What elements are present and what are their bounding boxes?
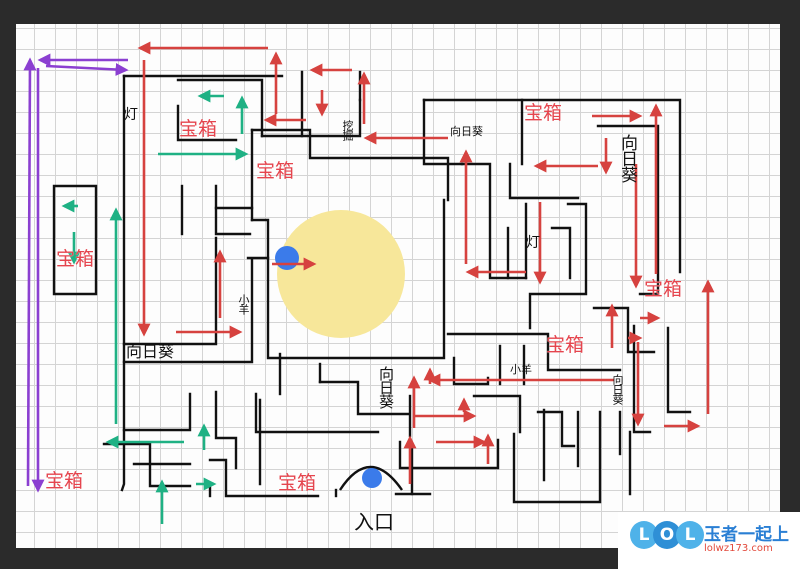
excavate-label: 挖掘: [341, 120, 354, 140]
red-route: [137, 41, 715, 484]
lamb-label-left: 小羊: [237, 294, 250, 314]
chest-label-top-right: 宝箱: [524, 102, 563, 124]
yellow-zone: [277, 210, 405, 338]
entrance-label: 入口: [354, 510, 394, 534]
lamp-label-right: 灯: [526, 235, 540, 251]
chest-label-bottom-left: 宝箱: [45, 470, 84, 492]
chest-label-bottom-center: 宝箱: [278, 472, 317, 494]
watermark-logo-letter-3: L: [676, 521, 704, 549]
sunflower-label-center: 向日葵: [377, 366, 395, 408]
lamp-label-left: 灯: [124, 107, 138, 123]
site-watermark: L O L 玉者一起上 lolwz173.com: [618, 512, 800, 569]
sunflower-label-top: 向日葵: [450, 125, 483, 138]
chest-label-right: 宝箱: [644, 278, 683, 300]
chest-label-left: 宝箱: [56, 248, 95, 270]
chest-label-center-right: 宝箱: [546, 334, 585, 356]
sunflower-label-left: 向日葵: [126, 342, 175, 361]
maze-walls: [52, 70, 692, 504]
purple-route: [23, 53, 129, 493]
watermark-title: 玉者一起上: [704, 525, 789, 545]
maze-map: 宝箱 宝箱 宝箱 宝箱 宝箱 宝箱 宝箱 宝箱 向日葵 向日葵 向日葵 向日葵 …: [16, 24, 780, 548]
chest-label-top-left: 宝箱: [179, 118, 218, 140]
lamb-label-right: 小羊: [510, 363, 532, 376]
sunflower-label-bottom-right: 向日葵: [611, 374, 624, 404]
entrance-arch: [338, 465, 403, 491]
chest-label-center-top: 宝箱: [256, 160, 295, 182]
player-marker: [275, 246, 299, 270]
maze-drawing: [23, 41, 715, 524]
sunflower-label-right: 向日葵: [617, 134, 637, 182]
green-route: [61, 89, 249, 524]
entrance-marker: [362, 468, 382, 488]
watermark-url: lolwz173.com: [704, 543, 773, 554]
